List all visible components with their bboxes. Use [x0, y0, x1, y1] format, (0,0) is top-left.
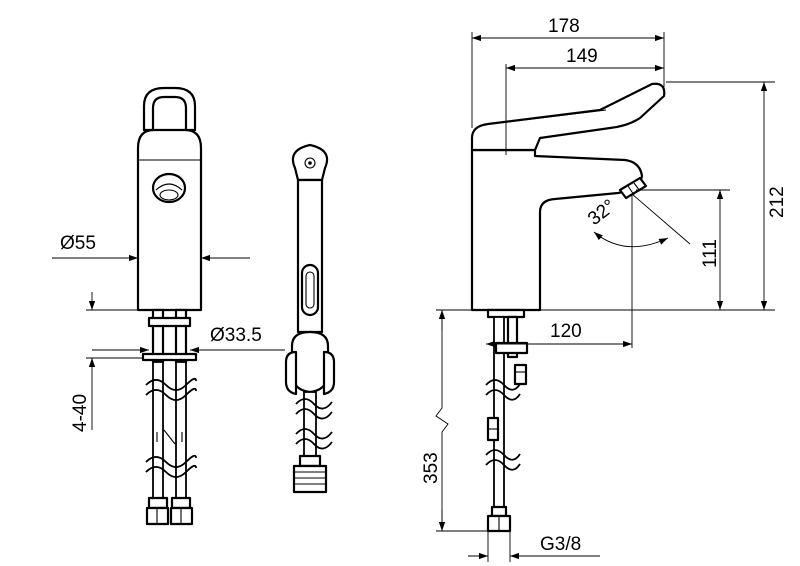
lever-loop [142, 86, 197, 132]
sensor-inner-line [155, 183, 183, 191]
mounting-washer [147, 316, 192, 328]
break-wave-top-2 [145, 387, 197, 401]
spray-trigger-inner [305, 271, 315, 309]
spray-hose-crimp [298, 454, 322, 468]
aerator [618, 176, 648, 200]
side-view: 178 149 212 111 120 32° 353 G3 [421, 16, 788, 562]
hose-crimp [490, 505, 508, 518]
tap-body-front [136, 128, 203, 312]
spray-holder [290, 330, 330, 394]
lever-handle [470, 82, 666, 152]
handspray-view [284, 143, 336, 494]
break-wave-bottom-2 [145, 464, 197, 478]
dim-hose-length: 353 [421, 452, 442, 484]
dim-spout-reach: 120 [550, 321, 582, 342]
spray-button-dot [308, 161, 312, 165]
spring-clip [513, 363, 528, 386]
supply-hose-left [152, 361, 164, 513]
base-plate [486, 308, 526, 319]
dim-body-diameter: Ø55 [60, 233, 96, 254]
break-wave [295, 428, 333, 440]
dim-overall-height: 212 [767, 186, 788, 218]
spray-button [304, 157, 316, 169]
spray-hose-thread [292, 464, 328, 494]
sensor-lens [159, 189, 179, 201]
fixing-nut [494, 341, 529, 355]
hose-crimp-left [147, 496, 169, 510]
dim-thread-size: G3/8 [540, 534, 581, 555]
hose-mark [163, 429, 176, 445]
holder-clip-right [322, 350, 336, 396]
supply-hose-right [175, 361, 187, 513]
threaded-rod [506, 315, 519, 359]
break-wave [485, 459, 521, 471]
aerator-line [627, 185, 635, 196]
front-view: Ø55 Ø33.5 4-40 [52, 86, 285, 526]
break-wave [295, 438, 333, 450]
break-wave [485, 449, 521, 461]
hose-crimp-right [170, 496, 192, 510]
break-wave [295, 398, 333, 410]
tap-body-side [470, 148, 644, 312]
lever-edge-line [489, 109, 607, 125]
holder-clip-left [284, 350, 298, 396]
dim-arc-spout-angle [593, 231, 669, 248]
break-wave [485, 389, 521, 401]
dim-spout-height: 111 [700, 239, 721, 268]
dim-connection-diameter: Ø33.5 [210, 325, 262, 346]
break-wave [485, 379, 521, 391]
dim-lever-reach: 149 [566, 46, 598, 67]
break-wave [295, 408, 333, 420]
dim-deck-thickness: 4-40 [70, 394, 91, 432]
sensor-window [151, 172, 187, 204]
spray-angle-line [631, 193, 691, 245]
break-wave-bottom-1 [145, 454, 197, 468]
dim-overall-length: 178 [548, 16, 580, 37]
dim-line-hose-length-break [435, 310, 449, 531]
break-wave-top-1 [145, 377, 197, 391]
dim-spout-angle: 32° [584, 196, 620, 230]
mounting-nut [141, 352, 198, 362]
